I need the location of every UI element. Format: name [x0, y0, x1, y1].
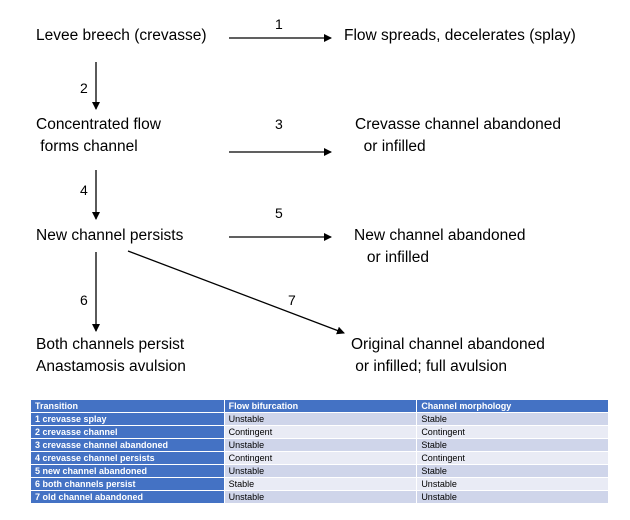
table-row: 1 crevasse splay Unstable Stable — [30, 412, 609, 426]
row-channel-morphology: Unstable — [416, 477, 609, 491]
row-transition: 5 new channel abandoned — [30, 464, 225, 478]
node-original-abandoned: Original channel abandoned or infilled; … — [351, 336, 545, 375]
row-channel-morphology: Stable — [416, 438, 609, 452]
row-flow-bifurcation: Stable — [223, 477, 418, 491]
transition-label-5: 5 — [275, 205, 283, 221]
row-channel-morphology: Contingent — [416, 451, 609, 465]
transition-label-7: 7 — [288, 292, 296, 308]
table-row: 5 new channel abandoned Unstable Stable — [30, 464, 609, 478]
table-header-row: Transition Flow bifurcation Channel morp… — [30, 399, 609, 413]
node-concentrated-flow: Concentrated flow forms channel — [36, 116, 161, 155]
row-flow-bifurcation: Unstable — [223, 464, 418, 478]
row-channel-morphology: Stable — [416, 464, 609, 478]
table-row: 4 crevasse channel persists Contingent C… — [30, 451, 609, 465]
row-transition: 3 crevasse channel abandoned — [30, 438, 225, 452]
transition-label-4: 4 — [80, 182, 88, 198]
row-transition: 4 crevasse channel persists — [30, 451, 225, 465]
node-flow-spreads: Flow spreads, decelerates (splay) — [344, 27, 576, 44]
row-transition: 6 both channels persist — [30, 477, 225, 491]
row-transition: 1 crevasse splay — [30, 412, 225, 426]
row-transition: 7 old channel abandoned — [30, 490, 225, 504]
row-channel-morphology: Unstable — [416, 490, 609, 504]
row-flow-bifurcation: Unstable — [223, 412, 418, 426]
row-channel-morphology: Stable — [416, 412, 609, 426]
row-flow-bifurcation: Contingent — [223, 425, 418, 439]
node-levee-breech: Levee breech (crevasse) — [36, 27, 207, 44]
header-channel-morphology: Channel morphology — [416, 399, 609, 413]
row-transition: 2 crevasse channel — [30, 425, 225, 439]
transition-label-6: 6 — [80, 292, 88, 308]
row-flow-bifurcation: Contingent — [223, 451, 418, 465]
header-flow-bifurcation: Flow bifurcation — [223, 399, 418, 413]
row-flow-bifurcation: Unstable — [223, 490, 418, 504]
transition-label-3: 3 — [275, 116, 283, 132]
table-row: 3 crevasse channel abandoned Unstable St… — [30, 438, 609, 452]
transition-table: Transition Flow bifurcation Channel morp… — [30, 399, 609, 504]
table-row: 2 crevasse channel Contingent Contingent — [30, 425, 609, 439]
arrow-7 — [127, 250, 345, 335]
transition-label-1: 1 — [275, 16, 283, 32]
node-both-channels-persist: Both channels persist Anastamosis avulsi… — [36, 336, 186, 375]
table-row: 6 both channels persist Stable Unstable — [30, 477, 609, 491]
transition-label-2: 2 — [80, 80, 88, 96]
row-flow-bifurcation: Unstable — [223, 438, 418, 452]
node-crevasse-abandoned: Crevasse channel abandoned or infilled — [355, 116, 561, 155]
node-new-channel-abandoned: New channel abandoned or infilled — [354, 227, 526, 266]
header-transition: Transition — [30, 399, 225, 413]
node-new-channel-persists: New channel persists — [36, 227, 184, 244]
table-row: 7 old channel abandoned Unstable Unstabl… — [30, 490, 609, 504]
row-channel-morphology: Contingent — [416, 425, 609, 439]
